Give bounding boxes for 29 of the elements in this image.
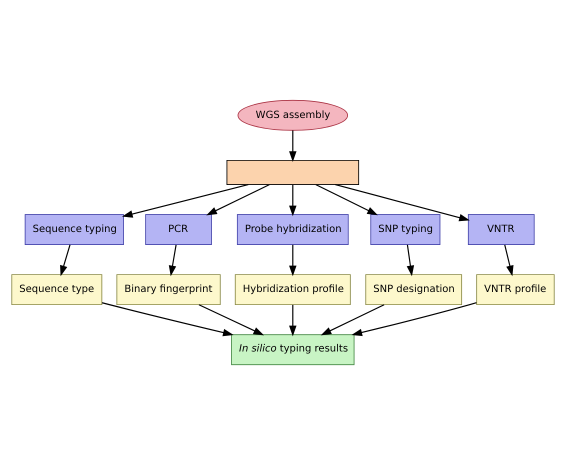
node-box: VNTR — [468, 214, 535, 245]
node-box: SNP designation — [365, 274, 462, 306]
node-box: VNTR profile — [476, 274, 555, 306]
node-box — [226, 160, 360, 185]
arrow — [289, 244, 297, 276]
arrow — [335, 184, 470, 222]
arrow — [351, 302, 477, 336]
arrow — [102, 302, 234, 336]
node-ellipse: WGS assembly — [238, 100, 348, 131]
arrow — [289, 184, 297, 216]
arrow — [60, 244, 71, 276]
node-box: Hybridization profile — [234, 274, 351, 306]
arrow — [206, 184, 270, 216]
arrow — [198, 304, 264, 336]
node-box: Binary fingerprint — [116, 274, 221, 306]
arrow — [320, 304, 384, 336]
node-box: In silico typing results — [231, 334, 354, 366]
arrow — [289, 304, 297, 336]
arrow — [289, 130, 297, 162]
node-box: Sequence typing — [24, 214, 124, 245]
arrow — [168, 244, 177, 276]
node-box: Sequence type — [11, 274, 102, 306]
arrow — [316, 184, 378, 216]
arrow — [122, 184, 248, 218]
arrow — [504, 244, 514, 276]
node-box: PCR — [145, 214, 212, 245]
node-box: SNP typing — [370, 214, 440, 245]
node-box: Probe hybridization — [236, 214, 349, 245]
arrow — [406, 244, 414, 276]
